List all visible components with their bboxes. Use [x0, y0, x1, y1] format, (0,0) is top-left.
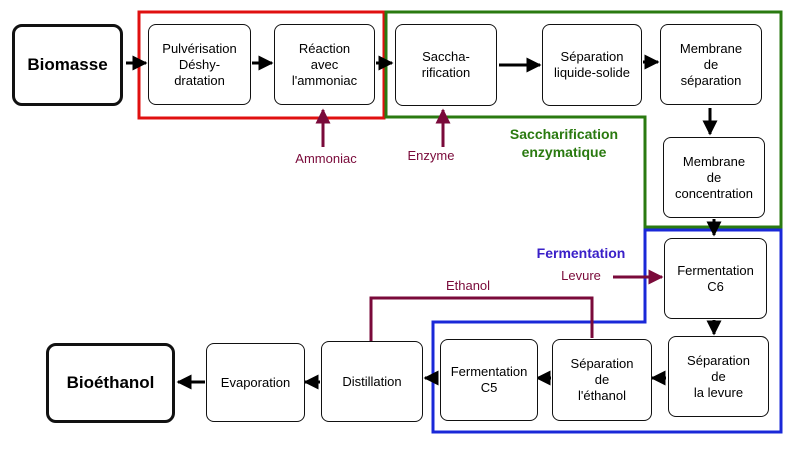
membrane-separation-node: Membrane de séparation [660, 24, 762, 105]
biomasse-node: Biomasse [12, 24, 123, 106]
membrane-concentration-node: Membrane de concentration [663, 137, 765, 218]
separation-levure-node: Séparation de la levure [668, 336, 769, 417]
ammoniac-label: Ammoniac [295, 151, 357, 166]
saccharification-group-label: Saccharification enzymatique [509, 126, 619, 160]
fermentation-c5-node: Fermentation C5 [440, 339, 538, 421]
saccharification-node: Saccha- rification [395, 24, 497, 106]
ethanol-label: Ethanol [445, 278, 491, 293]
fermentation-c6-node: Fermentation C6 [664, 238, 767, 319]
pulverisation-node: Pulvérisation Déshy- dratation [148, 24, 251, 105]
ethanol-recycle-arrow [363, 296, 594, 357]
bioethanol-node: Bioéthanol [46, 343, 175, 423]
separation-liquide-solide-node: Séparation liquide-solide [542, 24, 642, 106]
reaction-ammoniac-node: Réaction avec l'ammoniac [274, 24, 375, 105]
fermentation-group-label: Fermentation [536, 245, 626, 261]
separation-ethanol-node: Séparation de l'éthanol [552, 339, 652, 421]
enzyme-label: Enzyme [407, 148, 455, 163]
saccharification-group-border [384, 10, 783, 229]
fermentation-group-border [431, 228, 783, 434]
levure-label: Levure [561, 268, 601, 283]
evaporation-node: Evaporation [206, 343, 305, 422]
distillation-node: Distillation [321, 341, 423, 422]
